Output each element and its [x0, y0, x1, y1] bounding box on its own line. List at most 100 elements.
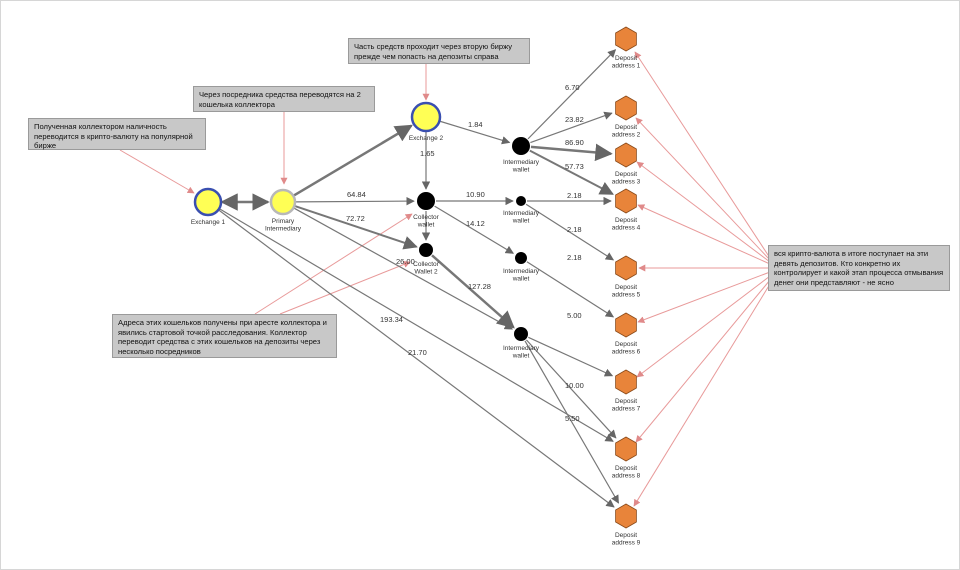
note-exchange2: Часть средств проходит через вторую бирж…: [348, 38, 530, 64]
edge-iw4-d9: [524, 340, 620, 504]
annotation-arrow: [254, 213, 413, 315]
primary-node-icon: [269, 188, 297, 216]
edge-label: 26.00: [396, 257, 415, 266]
node-label: Deposit: [615, 465, 637, 472]
deposit-hexagon-icon: [615, 436, 637, 462]
edge-primary-collector1: [295, 196, 415, 206]
edge-iw3-d6: [526, 261, 615, 318]
node-label: address 6: [612, 349, 641, 356]
node-label: Intermediary: [503, 268, 540, 275]
deposit-hexagon-icon: [615, 142, 637, 168]
edge-iw1-d1: [527, 49, 617, 140]
deposit-hexagon-icon: [615, 312, 637, 338]
edge-label: 57.73: [565, 162, 584, 171]
edge-label: 127.28: [468, 282, 491, 291]
node-label: wallet: [417, 222, 435, 229]
wallet-node-icon: [419, 243, 433, 257]
node-exchange2[interactable]: Exchange 2: [409, 101, 444, 142]
edge-iw1-d4: [529, 149, 614, 195]
node-label: address 2: [612, 132, 641, 139]
wallet-node-icon: [516, 196, 526, 206]
node-label: Collector: [413, 214, 439, 221]
node-label: Deposit: [615, 284, 637, 291]
edge-label: 64.84: [347, 190, 366, 199]
annotation-arrow: [634, 51, 771, 259]
edge-exchange1-d8: [219, 208, 614, 442]
annotation-arrow: [636, 275, 771, 378]
node-label: address 5: [612, 292, 641, 299]
node-label: Collector: [413, 261, 439, 268]
edge-label: 2.18: [567, 191, 582, 200]
node-label: address 9: [612, 540, 641, 547]
exchange-node-icon: [410, 101, 442, 133]
deposit-hexagon-icon: [615, 188, 637, 214]
annotation-arrow: [637, 271, 771, 324]
deposit-hexagon-icon: [615, 503, 637, 529]
node-label: wallet: [512, 276, 530, 283]
node-label: address 3: [612, 179, 641, 186]
node-label: Deposit: [615, 55, 637, 62]
wallet-node-icon: [417, 192, 435, 210]
edge-label: 21.70: [408, 348, 427, 357]
annotation-arrow: [636, 161, 771, 263]
annotation-arrow: [633, 283, 771, 507]
edge-iw4-d8: [525, 339, 617, 439]
annotation-arrow: [637, 204, 771, 265]
node-label: wallet: [512, 218, 530, 225]
edges: 64.8472.72193.3421.701.651.8410.9014.121…: [218, 49, 620, 508]
edge-label: 1.84: [468, 120, 483, 129]
node-label: Deposit: [615, 341, 637, 348]
edge-collector1-iw3: [434, 205, 515, 254]
edge-exchange1-d9: [218, 209, 615, 508]
edge-collector2-iw4: [431, 254, 515, 329]
edge-label: 5.50: [565, 414, 580, 423]
edge-iw4-d7: [528, 336, 614, 377]
wallet-node-icon: [514, 327, 528, 341]
node-label: Intermediary: [265, 226, 302, 233]
node-label: Exchange 1: [191, 219, 226, 226]
node-exchange1[interactable]: Exchange 1: [191, 187, 226, 226]
edge-label: 1.65: [420, 149, 435, 158]
node-label: Exchange 2: [409, 135, 444, 142]
node-label: Deposit: [615, 124, 637, 131]
node-label: Deposit: [615, 398, 637, 405]
edge-iw1-d3: [530, 143, 613, 162]
edge-label: 2.18: [567, 253, 582, 262]
annotation-arrow: [119, 149, 195, 194]
edge-label: 2.18: [567, 225, 582, 234]
node-label: Intermediary: [503, 159, 540, 166]
edge-label: 72.72: [346, 214, 365, 223]
deposit-hexagon-icon: [615, 26, 637, 52]
node-label: Primary: [272, 218, 295, 225]
deposit-hexagon-icon: [615, 369, 637, 395]
node-label: address 4: [612, 225, 641, 232]
edge-label: 10.90: [466, 190, 485, 199]
annotation-arrow: [635, 117, 771, 261]
edge-label: 193.34: [380, 315, 403, 324]
edge-primary-iw4: [294, 207, 513, 330]
exchange-node-icon: [193, 187, 223, 217]
wallet-node-icon: [515, 252, 527, 264]
edge-label: 86.90: [565, 138, 584, 147]
note-exchange1: Полученная коллектором наличность перево…: [28, 118, 206, 150]
deposit-hexagon-icon: [615, 255, 637, 281]
node-label: address 8: [612, 473, 641, 480]
